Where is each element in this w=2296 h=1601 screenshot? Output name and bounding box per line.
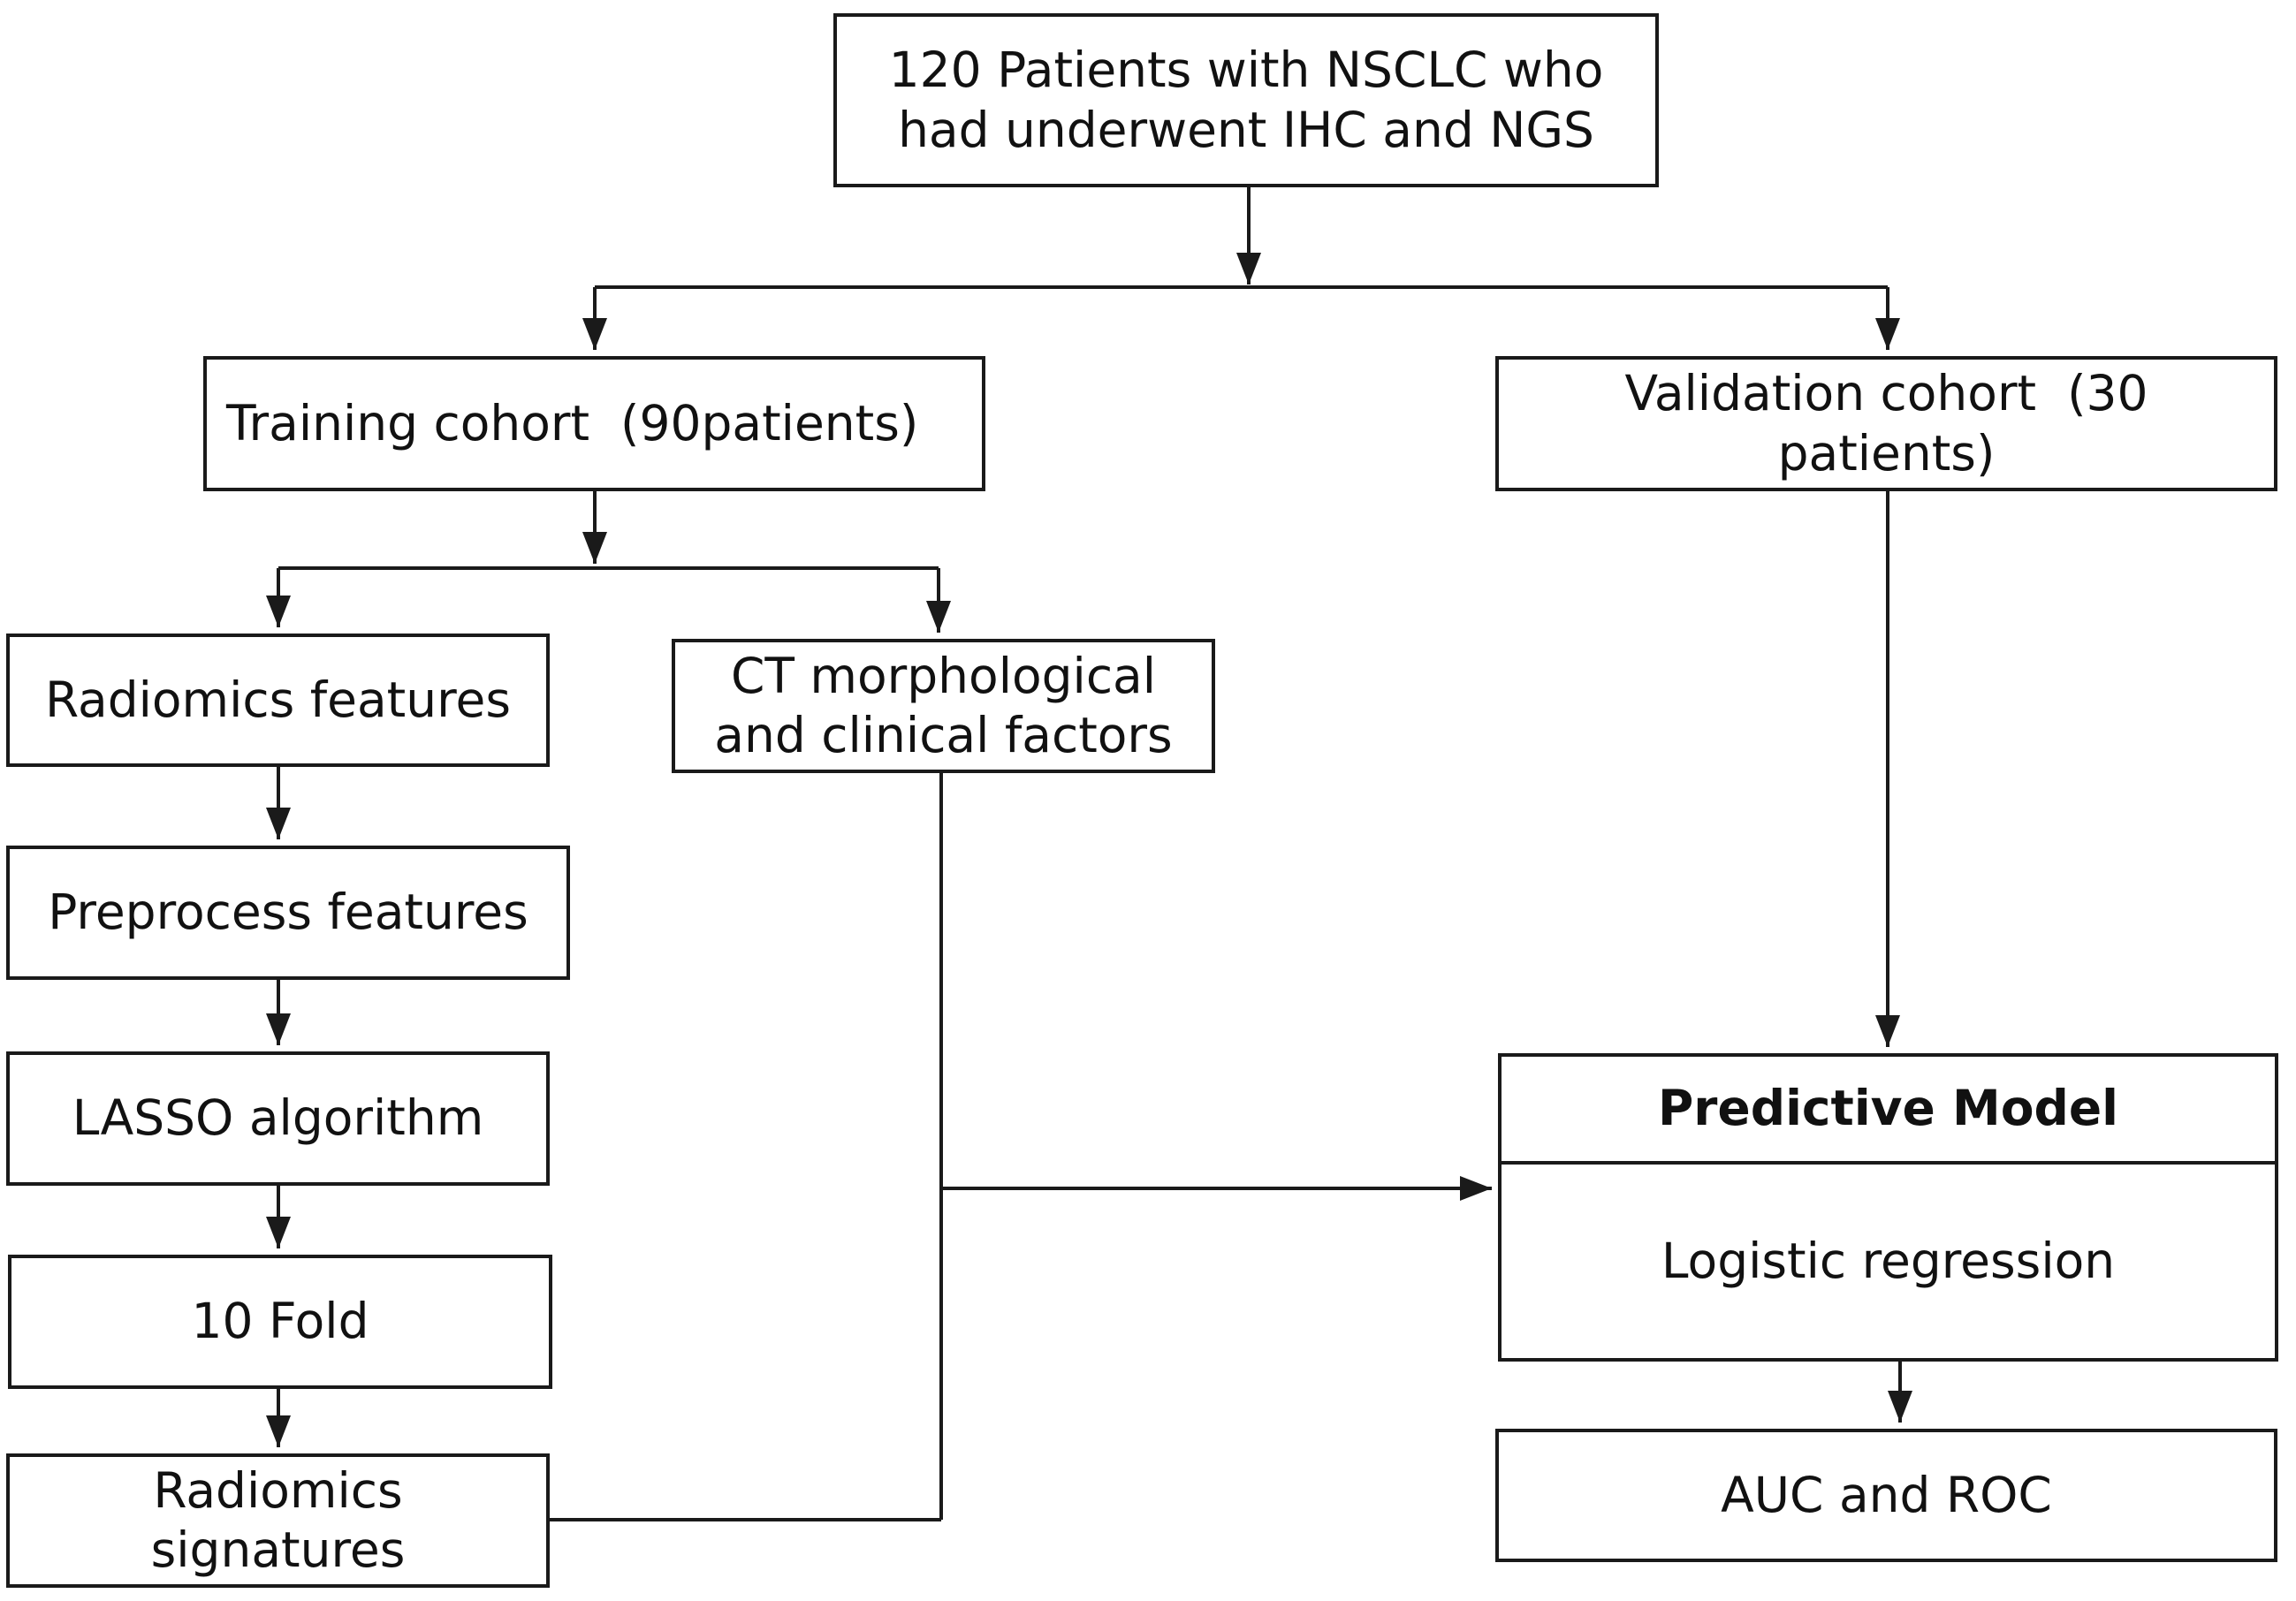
validation-line-2: patients) — [1777, 424, 1996, 482]
patients-box: 120 Patients with NSCLC who had underwen… — [833, 13, 1659, 187]
radiomics-features-box: Radiomics features — [6, 634, 550, 767]
lasso-algorithm-box: LASSO algorithm — [6, 1051, 550, 1186]
ten-fold-label: 10 Fold — [191, 1293, 369, 1350]
ten-fold-box: 10 Fold — [8, 1255, 552, 1389]
training-cohort-box: Training cohort (90patients) — [203, 356, 985, 491]
lasso-algorithm-label: LASSO algorithm — [72, 1089, 484, 1147]
signatures-line-1: Radiomics — [153, 1461, 403, 1519]
validation-line-1: Validation cohort (30 — [1624, 365, 2148, 422]
validation-cohort-box: Validation cohort (30 patients) — [1495, 356, 2277, 491]
predictive-model-box: Predictive Model Logistic regression — [1498, 1053, 2278, 1362]
radiomics-features-label: Radiomics features — [44, 671, 511, 728]
ct-factors-line-2: and clinical factors — [714, 707, 1173, 763]
predictive-model-title: Predictive Model — [1502, 1057, 2275, 1165]
preprocess-features-label: Preprocess features — [48, 884, 528, 941]
signatures-line-2: signatures — [150, 1521, 406, 1578]
preprocess-features-box: Preprocess features — [6, 846, 570, 980]
auc-roc-box: AUC and ROC — [1495, 1429, 2277, 1562]
radiomics-signatures-box: Radiomics signatures — [6, 1453, 550, 1588]
ct-factors-box: CT morphological and clinical factors — [672, 639, 1215, 773]
ct-factors-line-1: CT morphological — [730, 647, 1157, 704]
auc-roc-label: AUC and ROC — [1721, 1466, 2052, 1523]
patients-line-1: 120 Patients with NSCLC who — [888, 42, 1604, 99]
logistic-regression-label: Logistic regression — [1661, 1232, 2116, 1289]
training-cohort-label: Training cohort (90patients) — [226, 394, 919, 451]
patients-line-2: had underwent IHC and NGS — [898, 101, 1594, 158]
